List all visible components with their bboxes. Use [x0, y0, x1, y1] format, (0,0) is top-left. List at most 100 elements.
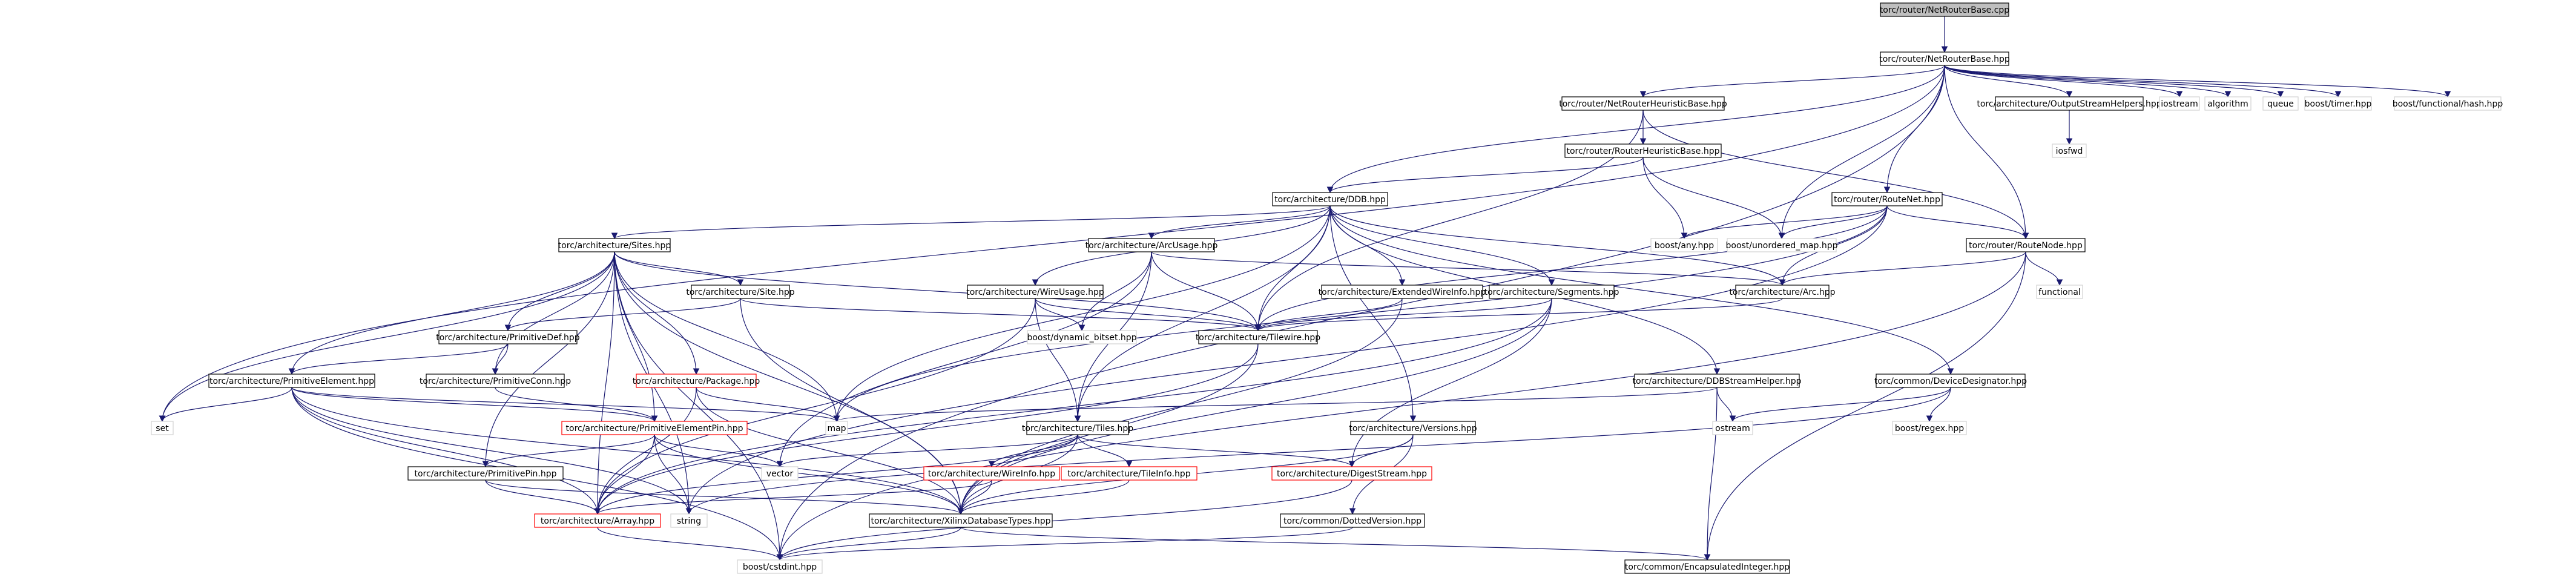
node-nrb[interactable]: torc/router/NetRouterBase.hpp	[1879, 51, 2010, 66]
edge-site-to-tilewire	[740, 298, 1262, 332]
node-label-sites: torc/architecture/Sites.hpp	[558, 241, 671, 251]
edge-sites-to-primconn	[492, 251, 615, 375]
node-string: string	[670, 513, 708, 528]
node-label-arc: torc/architecture/Arc.hpp	[1729, 288, 1835, 297]
node-xdbt[interactable]: torc/architecture/XilinxDatabaseTypes.hp…	[869, 513, 1053, 528]
node-ddb[interactable]: torc/architecture/DDB.hpp	[1272, 192, 1388, 206]
edge-routenode-to-functional	[2025, 251, 2063, 286]
node-rhb[interactable]: torc/router/RouterHeuristicBase.hpp	[1564, 143, 1722, 158]
edge-wireusage-to-array	[594, 298, 1036, 515]
node-label-functional: functional	[2038, 288, 2081, 297]
node-box-digest	[1271, 466, 1432, 481]
node-box-cpp	[1880, 2, 2009, 17]
edge-routenet-to-tilewire	[1254, 205, 1888, 332]
node-sites[interactable]: torc/architecture/Sites.hpp	[558, 238, 671, 252]
edge-wireusage-to-tiles	[1035, 298, 1081, 423]
edge-ddb-to-segments	[1329, 205, 1555, 286]
node-wireinfo[interactable]: torc/architecture/WireInfo.hpp	[923, 466, 1060, 481]
node-tileinfo[interactable]: torc/architecture/TileInfo.hpp	[1061, 466, 1197, 481]
node-box-xdbt	[869, 513, 1053, 528]
node-arc[interactable]: torc/architecture/Arc.hpp	[1729, 285, 1836, 299]
node-label-package: torc/architecture/Package.hpp	[633, 377, 760, 386]
node-package[interactable]: torc/architecture/Package.hpp	[633, 374, 760, 388]
node-box-iostream	[2159, 96, 2200, 111]
node-box-primpin	[407, 466, 564, 481]
node-primelem[interactable]: torc/architecture/PrimitiveElement.hpp	[208, 374, 375, 388]
node-versions[interactable]: torc/architecture/Versions.hpp	[1349, 421, 1477, 435]
node-label-wireusage: torc/architecture/WireUsage.hpp	[966, 288, 1104, 297]
node-label-versions: torc/architecture/Versions.hpp	[1349, 424, 1477, 433]
node-box-tileinfo	[1061, 466, 1197, 481]
edge-primdef-to-primconn	[492, 343, 509, 375]
node-label-cpp: torc/router/NetRouterBase.cpp	[1880, 5, 2009, 15]
edge-ddbsh-to-ostream	[1716, 387, 1736, 423]
edge-tileinfo-to-xdbt	[957, 479, 1130, 515]
node-routenet[interactable]: torc/router/RouteNet.hpp	[1831, 192, 1943, 206]
node-box-tilewire	[1198, 330, 1318, 344]
node-label-dotver: torc/common/DottedVersion.hpp	[1283, 516, 1421, 526]
edge-rhb-to-umap	[1642, 157, 1785, 240]
edge-ddb-to-sites	[611, 205, 1331, 240]
node-label-ddbsh: torc/architecture/DDBStreamHelper.hpp	[1632, 377, 1801, 386]
node-devdes[interactable]: torc/common/DeviceDesignator.hpp	[1874, 374, 2027, 388]
node-dotver[interactable]: torc/common/DottedVersion.hpp	[1280, 513, 1425, 528]
node-nrhb[interactable]: torc/router/NetRouterHeuristicBase.hpp	[1559, 96, 1727, 111]
edge-tilewire-to-array	[594, 343, 1259, 515]
node-box-primelempin	[561, 421, 748, 435]
node-box-versions	[1350, 421, 1476, 435]
edge-segments-to-array	[594, 298, 1552, 515]
node-primconn[interactable]: torc/architecture/PrimitiveConn.hpp	[420, 374, 571, 388]
node-timer: boost/timer.hpp	[2304, 96, 2372, 111]
edge-sites-to-site	[614, 251, 744, 286]
node-label-primdef: torc/architecture/PrimitiveDef.hpp	[436, 333, 580, 343]
node-segments[interactable]: torc/architecture/Segments.hpp	[1484, 285, 1619, 299]
edge-nrb-to-routenode	[1944, 65, 2029, 240]
edge-xdbt-to-cstdint	[776, 527, 961, 561]
node-vector: vector	[761, 466, 799, 481]
edge-arcusage-to-arc	[1151, 251, 1786, 286]
edge-primelempin-to-xdbt	[654, 434, 964, 515]
node-routenode[interactable]: torc/router/RouteNode.hpp	[1966, 238, 2086, 252]
node-regex: boost/regex.hpp	[1892, 421, 1967, 435]
node-label-ostream: ostream	[1715, 424, 1750, 433]
edge-primelem-to-map	[291, 387, 840, 423]
edge-xdbt-to-encint	[960, 527, 1710, 561]
node-array[interactable]: torc/architecture/Array.hpp	[534, 513, 661, 528]
node-map: map	[825, 421, 848, 435]
node-arcusage[interactable]: torc/architecture/ArcUsage.hpp	[1085, 238, 1218, 252]
edge-primelem-to-array	[291, 387, 601, 515]
node-primdef[interactable]: torc/architecture/PrimitiveDef.hpp	[436, 330, 580, 344]
node-box-array	[534, 513, 661, 528]
node-wireusage[interactable]: torc/architecture/WireUsage.hpp	[966, 285, 1104, 299]
edge-routenode-to-encint	[1704, 251, 2026, 561]
node-tilewire[interactable]: torc/architecture/Tilewire.hpp	[1196, 330, 1320, 344]
node-site[interactable]: torc/architecture/Site.hpp	[686, 285, 795, 299]
node-tiles[interactable]: torc/architecture/Tiles.hpp	[1022, 421, 1133, 435]
edge-routenet-to-boostany	[1681, 205, 1888, 240]
node-cpp: torc/router/NetRouterBase.cpp	[1880, 2, 2009, 17]
edge-primelem-to-string	[291, 387, 693, 515]
node-primpin[interactable]: torc/architecture/PrimitivePin.hpp	[407, 466, 564, 481]
edge-primpin-to-array	[485, 479, 601, 515]
node-digest[interactable]: torc/architecture/DigestStream.hpp	[1271, 466, 1432, 481]
node-ddbsh[interactable]: torc/architecture/DDBStreamHelper.hpp	[1632, 374, 1802, 388]
edge-sites-to-array	[594, 251, 615, 515]
node-box-map	[825, 421, 848, 435]
node-ewi[interactable]: torc/architecture/ExtendedWireInfo.hpp	[1319, 285, 1486, 299]
edge-ddb-to-arcusage	[1148, 205, 1331, 240]
node-ossh[interactable]: torc/architecture/OutputStreamHelpers.hp…	[1977, 96, 2162, 111]
edge-routenet-to-routenode	[1886, 205, 2029, 240]
node-box-nrb	[1880, 51, 2009, 66]
node-primelempin[interactable]: torc/architecture/PrimitiveElementPin.hp…	[561, 421, 748, 435]
node-box-primconn	[426, 374, 565, 388]
edge-devdes-to-regex	[1926, 387, 1951, 423]
node-label-xdbt: torc/architecture/XilinxDatabaseTypes.hp…	[871, 516, 1050, 526]
edge-routenode-to-cstdint	[776, 251, 2026, 561]
node-encint[interactable]: torc/common/EncapsulatedInteger.hpp	[1624, 559, 1790, 574]
edge-site-to-primdef	[504, 298, 741, 332]
edge-digest-to-cstdint	[776, 479, 1352, 561]
edge-sites-to-set	[159, 251, 615, 423]
node-label-umap: boost/unordered_map.hpp	[1726, 241, 1838, 251]
edge-segments-to-digest	[1348, 298, 1552, 468]
node-label-boostany: boost/any.hpp	[1655, 241, 1714, 251]
